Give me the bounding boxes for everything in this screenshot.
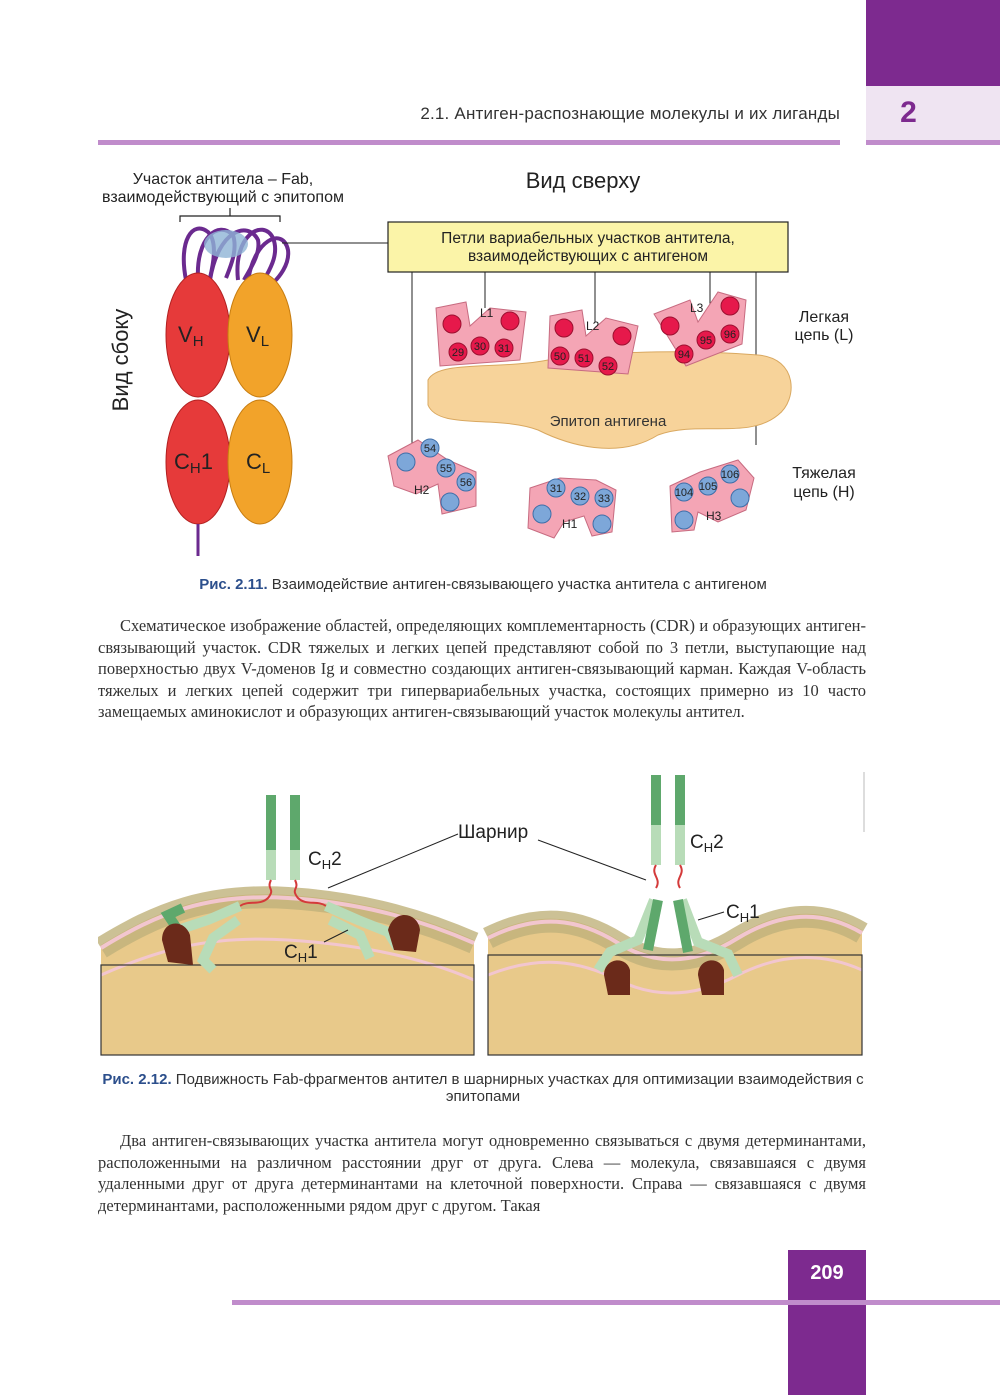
svg-text:L2: L2 [586,319,600,333]
svg-text:29: 29 [452,347,464,359]
loops-box-line2: взаимодействующих с антигеном [468,248,708,265]
svg-text:51: 51 [578,353,590,365]
hinge-pointer-left [327,833,459,889]
vl-text: VL [246,322,269,350]
svg-text:54: 54 [424,443,436,455]
svg-text:104: 104 [675,487,693,499]
svg-text:105: 105 [699,481,717,493]
loop-L2: L2 50 51 52 [547,309,639,376]
caption-label: Рис. 2.12. [102,1071,172,1088]
svg-text:33: 33 [598,493,610,505]
svg-text:30: 30 [474,341,486,353]
loop-L1: L1 29 30 31 [435,301,527,367]
panel-right: CH2 CH1 [483,775,868,1056]
svg-text:31: 31 [550,483,562,495]
vh-text: VH [178,322,204,350]
figure-2-11-caption: Рис. 2.11. Взаимодействие антиген-связыв… [98,576,868,593]
figure-2-12-caption: Рис. 2.12. Подвижность Fab-фрагментов ан… [98,1071,868,1105]
light-chain-line1: Легкая [799,309,849,326]
loop-H2: H2 54 55 56 [387,438,477,515]
running-title: 2.1. Антиген-распознающие молекулы и их … [420,104,840,123]
right-ch1-label: CH1 [726,902,760,925]
svg-text:H1: H1 [562,517,578,531]
fab-label-line1: Участок антитела – Fab, [133,171,313,188]
fab-bracket [179,208,281,222]
chapter-number-box [866,86,1000,140]
svg-text:55: 55 [440,463,452,475]
svg-text:95: 95 [700,335,712,347]
svg-text:H2: H2 [414,483,430,497]
ch1-text: CH1 [174,449,213,477]
loops-box-line1: Петли вариабельных участков антитела, [441,230,735,247]
heavy-chain-line2: цепь (H) [793,484,855,501]
svg-text:L1: L1 [480,306,494,320]
svg-text:52: 52 [602,361,614,373]
svg-text:106: 106 [721,469,739,481]
hinge-label: Шарнир [458,822,528,843]
page-number-box [788,1250,866,1395]
epitope-side [204,230,248,258]
chapter-number: 2 [900,96,917,129]
caption-text: Взаимодействие антиген-связывающего учас… [271,576,767,593]
footer-rule [232,1300,1000,1305]
right-ch2-label: CH2 [690,832,724,855]
fab-label-line2: взаимодействующий с эпитопом [102,189,344,206]
cl-domain [227,399,293,525]
svg-text:H3: H3 [706,509,722,523]
svg-text:L3: L3 [690,301,704,315]
cl-text: CL [246,449,270,477]
paragraph-2: Два антиген-связывающих участка антитела… [98,1131,866,1215]
vl-domain [227,272,293,398]
panel-left: CH2 CH1 [98,795,479,1056]
figure-2-11: Участок антитела – Fab, взаимодействующи… [102,168,856,556]
heavy-chain-line1: Тяжелая [792,465,856,482]
chapter-tab [866,0,1000,86]
header-rule [98,140,840,145]
light-chain-line2: цепь (L) [795,327,854,344]
loop-L3: L3 94 95 96 [653,291,747,367]
epitope-label: Эпитоп антигена [550,413,667,430]
caption-text: Подвижность Fab-фрагментов антител в шар… [175,1071,864,1105]
header-rule-right [866,140,1000,145]
loop-H3: H3 104 105 106 [669,459,755,533]
page-number: 209 [810,1262,844,1284]
svg-text:94: 94 [678,349,690,361]
hinge-pointer-right [537,839,647,881]
side-view-label: Вид сбоку [108,309,133,412]
loop-H1: H1 31 32 33 [527,477,617,539]
loops-box [387,221,789,273]
paragraph-1: Схематическое изображение областей, опре… [98,616,866,721]
svg-text:50: 50 [554,351,566,363]
top-view-label: Вид сверху [526,168,641,193]
caption-label: Рис. 2.11. [199,576,268,593]
left-ch1-label: CH1 [284,942,318,965]
figure-2-12: CH2 CH1 CH2 CH1 Шарнир [98,772,868,1056]
left-ch2-label: CH2 [308,849,342,872]
svg-text:31: 31 [498,343,510,355]
svg-text:96: 96 [724,329,736,341]
svg-text:32: 32 [574,491,586,503]
svg-text:56: 56 [460,477,472,489]
